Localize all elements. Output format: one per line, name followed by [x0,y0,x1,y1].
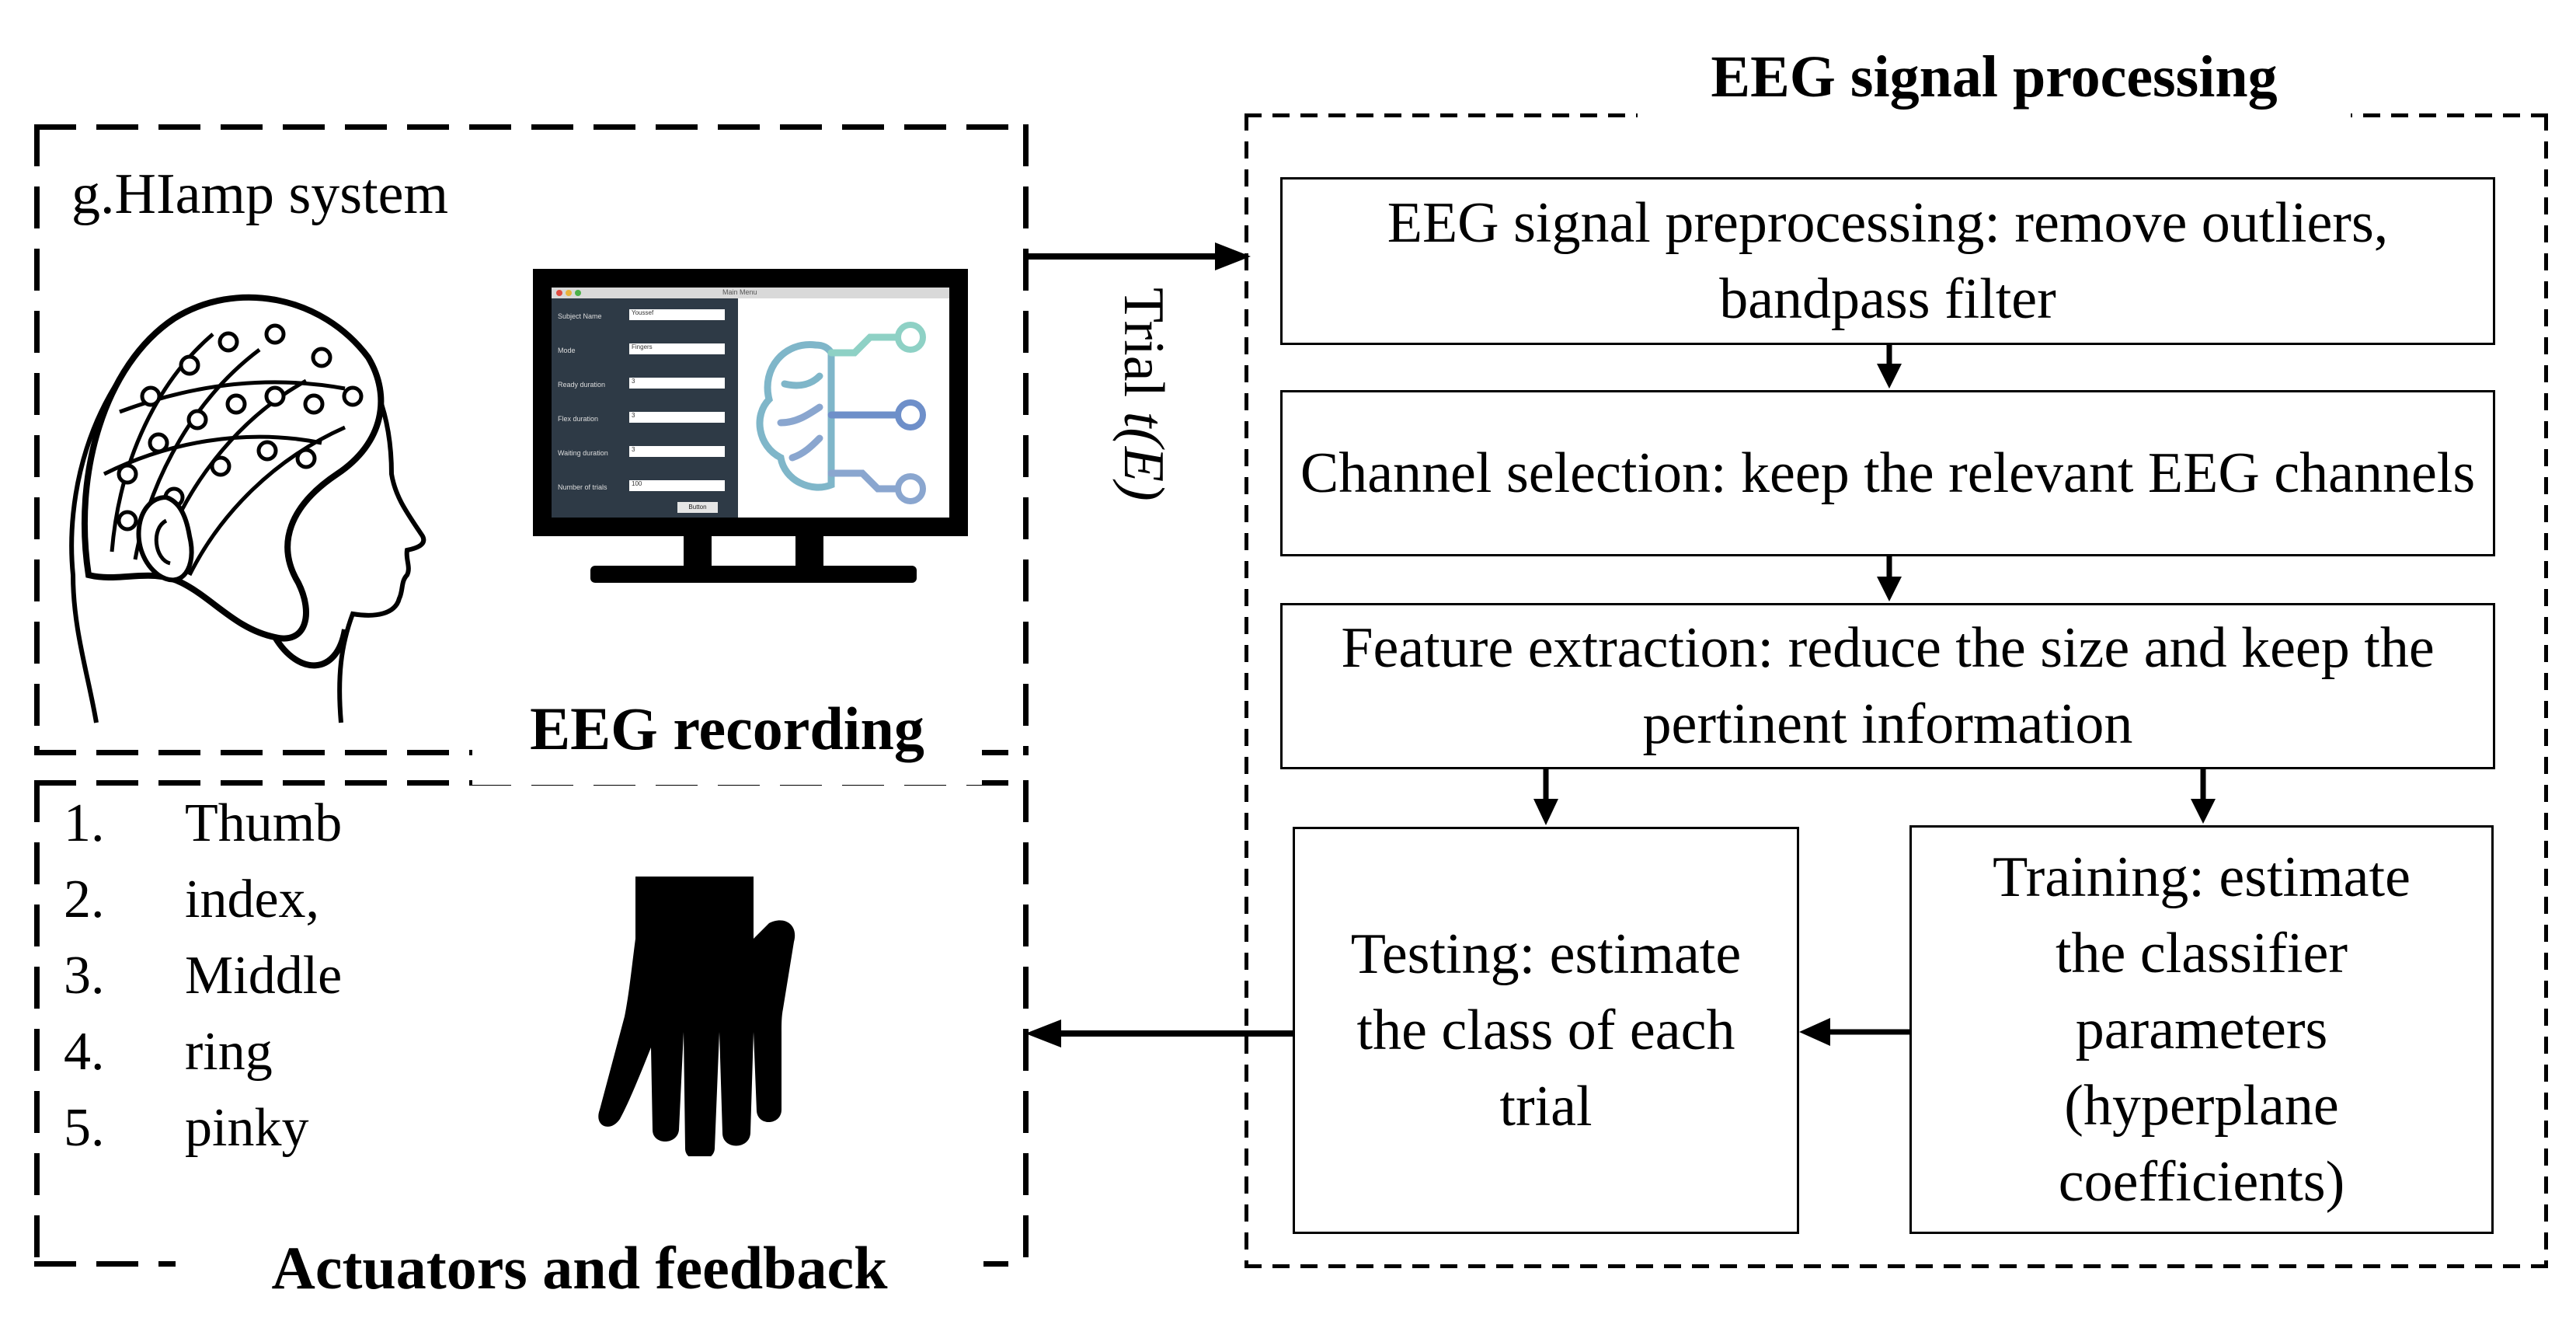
waiting-duration-input[interactable]: 3 [629,446,725,457]
finger-number: 3. [64,946,105,1006]
eeg-cap-head-icon [42,241,430,738]
arrow-down [1533,768,1558,825]
app-window: Main Menu Subject Name Youssef Mode Fing… [552,288,949,518]
testing-box: Testing: estimate the class of each tria… [1293,827,1799,1234]
actuators-panel [34,780,1029,1267]
minimize-icon[interactable] [566,290,572,296]
trial-label: Trial t(E) [1098,288,1254,536]
processing-title: EEG signal processing [1638,26,2351,127]
preprocessing-box: EEG signal preprocessing: remove outlier… [1280,177,2495,345]
form-label: Mode [558,347,576,354]
finger-label: Thumb [185,793,343,853]
eeg-recording-title: EEG recording [472,673,982,785]
app-window-titlebar: Main Menu [552,288,949,298]
finger-label: pinky [185,1098,309,1158]
number-of-trials-input[interactable]: 100 [629,480,725,491]
arrow-left [1799,1018,1911,1046]
monitor-screen: Main Menu Subject Name Youssef Mode Fing… [533,269,968,536]
arrow-down [1877,343,1902,389]
arrow-down [2191,768,2216,824]
finger-label: ring [185,1022,273,1082]
brain-circuit-panel [738,298,949,518]
form-label: Waiting duration [558,449,608,457]
finger-number: 2. [64,870,105,929]
finger-number: 1. [64,793,105,853]
flex-duration-input[interactable]: 3 [629,412,725,423]
maximize-icon[interactable] [575,290,581,296]
training-box: Training: estimate the classifier parame… [1909,825,2494,1234]
form-label: Ready duration [558,381,606,389]
arrow-to-actuators [1025,1020,1302,1047]
hand-icon [598,877,795,1156]
arrow-to-processing [1025,242,1251,270]
app-button[interactable]: Button [677,502,718,513]
system-label: g.HIamp system [71,162,449,226]
finger-label: index, [185,870,320,929]
close-icon[interactable] [556,290,562,296]
monitor-neck [684,536,823,569]
ready-duration-input[interactable]: 3 [629,378,725,389]
actuators-title: Actuators and feedback [176,1212,983,1324]
app-form: Subject Name Youssef Mode Fingers Ready … [552,298,738,518]
subject-name-input[interactable]: Youssef [629,309,725,320]
app-window-title: Main Menu [722,288,757,296]
form-label: Flex duration [558,415,599,423]
form-label: Number of trials [558,483,607,491]
finger-number: 4. [64,1022,105,1082]
monitor-stand [590,566,917,583]
trial-math: t(E) [1112,411,1175,501]
mode-select[interactable]: Fingers [629,343,725,354]
channel-selection-box: Channel selection: keep the relevant EEG… [1280,390,2495,556]
finger-number: 5. [64,1098,105,1158]
form-label: Subject Name [558,312,602,320]
brain-circuit-icon [756,322,926,504]
feature-extraction-box: Feature extraction: reduce the size and … [1280,603,2495,769]
arrow-down [1877,555,1902,601]
trial-text: Trial [1112,288,1175,412]
finger-label: Middle [185,946,343,1006]
